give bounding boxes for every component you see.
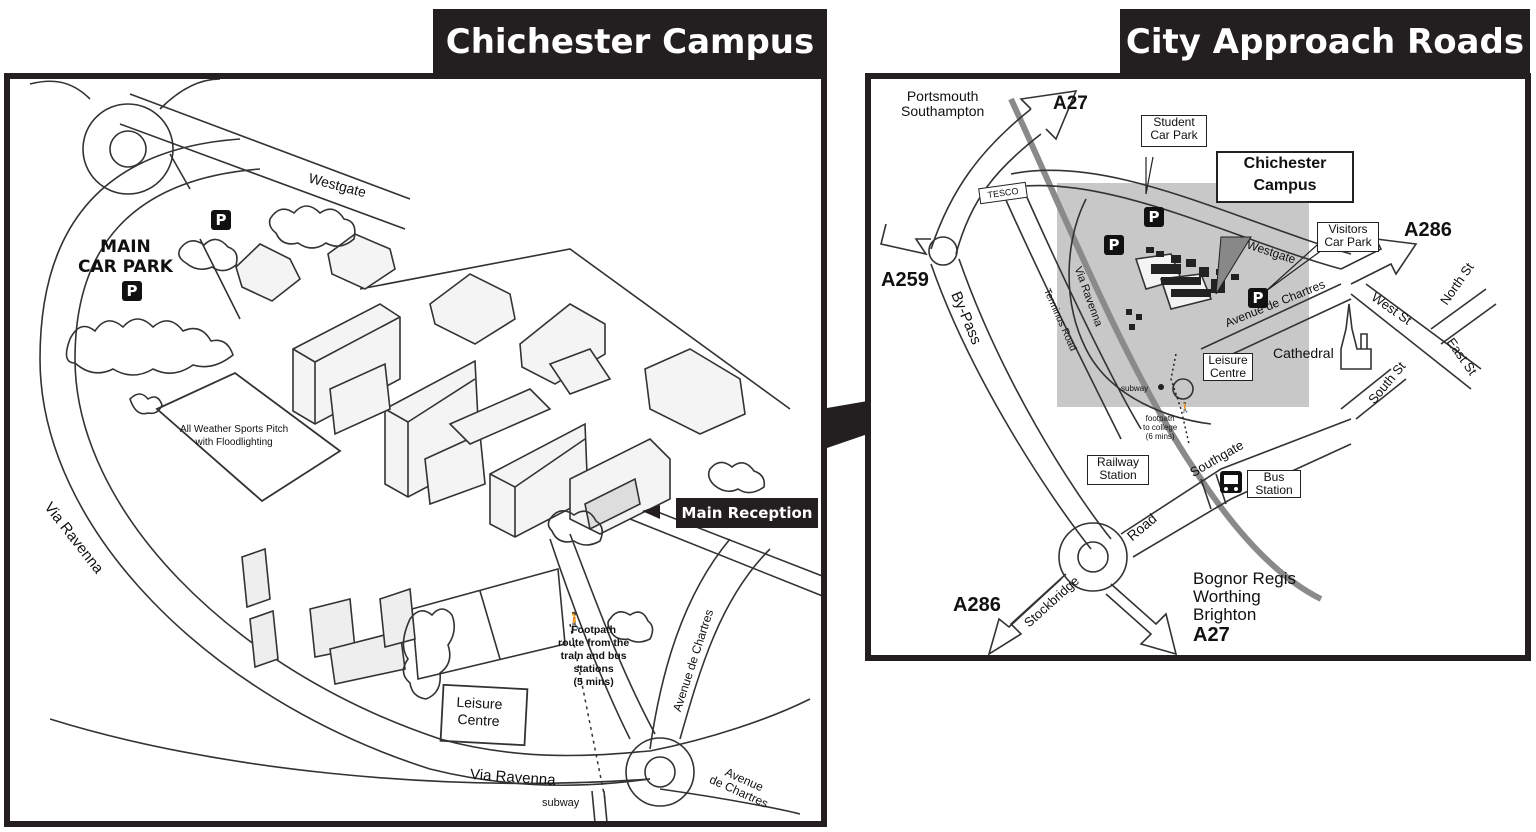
footpath-label: footpath to college (6 mins) — [1143, 414, 1178, 441]
campus-map-drawing — [29, 79, 821, 821]
walking-person-icon: 🚶 — [565, 613, 585, 630]
a27-top-label: A27 — [1053, 93, 1088, 114]
parking-icon-main: P — [122, 281, 142, 301]
footpath-label: Footpath route from the train and bus st… — [558, 624, 630, 688]
main-reception-label: Main Reception — [681, 504, 813, 522]
bus-station-label: Bus Station — [1247, 470, 1301, 498]
parking-icon-left: P — [1104, 235, 1124, 255]
walking-person-icon: 🚶 — [1179, 403, 1192, 414]
leisure-centre-label: Leisure Centre — [456, 693, 503, 730]
portsmouth-label: Portsmouth Southampton — [901, 88, 985, 119]
city-map-panel: Portsmouth Southampton A27 Student Car P… — [865, 73, 1531, 661]
subway-label: subway — [1121, 384, 1149, 393]
campus-map-title: Chichester Campus — [433, 9, 827, 75]
railway-station-label: Railway Station — [1087, 455, 1149, 485]
campus-map-panel: MAIN CAR PARK P P Westgate All Weather S… — [4, 73, 827, 827]
a27-bottom-label: A27 — [1193, 624, 1230, 646]
visitors-car-park-label: Visitors Car Park — [1317, 222, 1379, 252]
student-car-park-label: Student Car Park — [1141, 115, 1207, 147]
chichester-campus-label: Chichester Campus — [1216, 151, 1354, 203]
campus-title-text: Chichester Campus — [445, 22, 815, 62]
parking-icon-student: P — [1144, 207, 1164, 227]
city-map-drawing — [880, 90, 1497, 655]
bognor-label: Bognor Regis Worthing Brighton — [1193, 569, 1297, 624]
parking-icon-westgate: P — [211, 210, 231, 230]
leisure-centre-label: Leisure Centre — [1203, 353, 1253, 381]
main-reception-tag: Main Reception — [676, 498, 818, 528]
subway-label: subway — [542, 797, 580, 809]
parking-icon-visitors: P — [1248, 288, 1268, 308]
cathedral-label: Cathedral — [1273, 345, 1334, 361]
city-title-text: City Approach Roads — [1125, 22, 1525, 62]
a286-right-label: A286 — [1404, 219, 1452, 241]
sports-pitch-label: All Weather Sports Pitch with Floodlight… — [180, 424, 289, 448]
main-car-park-label: MAIN CAR PARK — [78, 237, 173, 277]
a286-left-label: A286 — [953, 594, 1001, 616]
a259-label: A259 — [881, 269, 929, 291]
bus-icon — [1220, 471, 1242, 493]
city-map-title: City Approach Roads — [1120, 9, 1530, 75]
